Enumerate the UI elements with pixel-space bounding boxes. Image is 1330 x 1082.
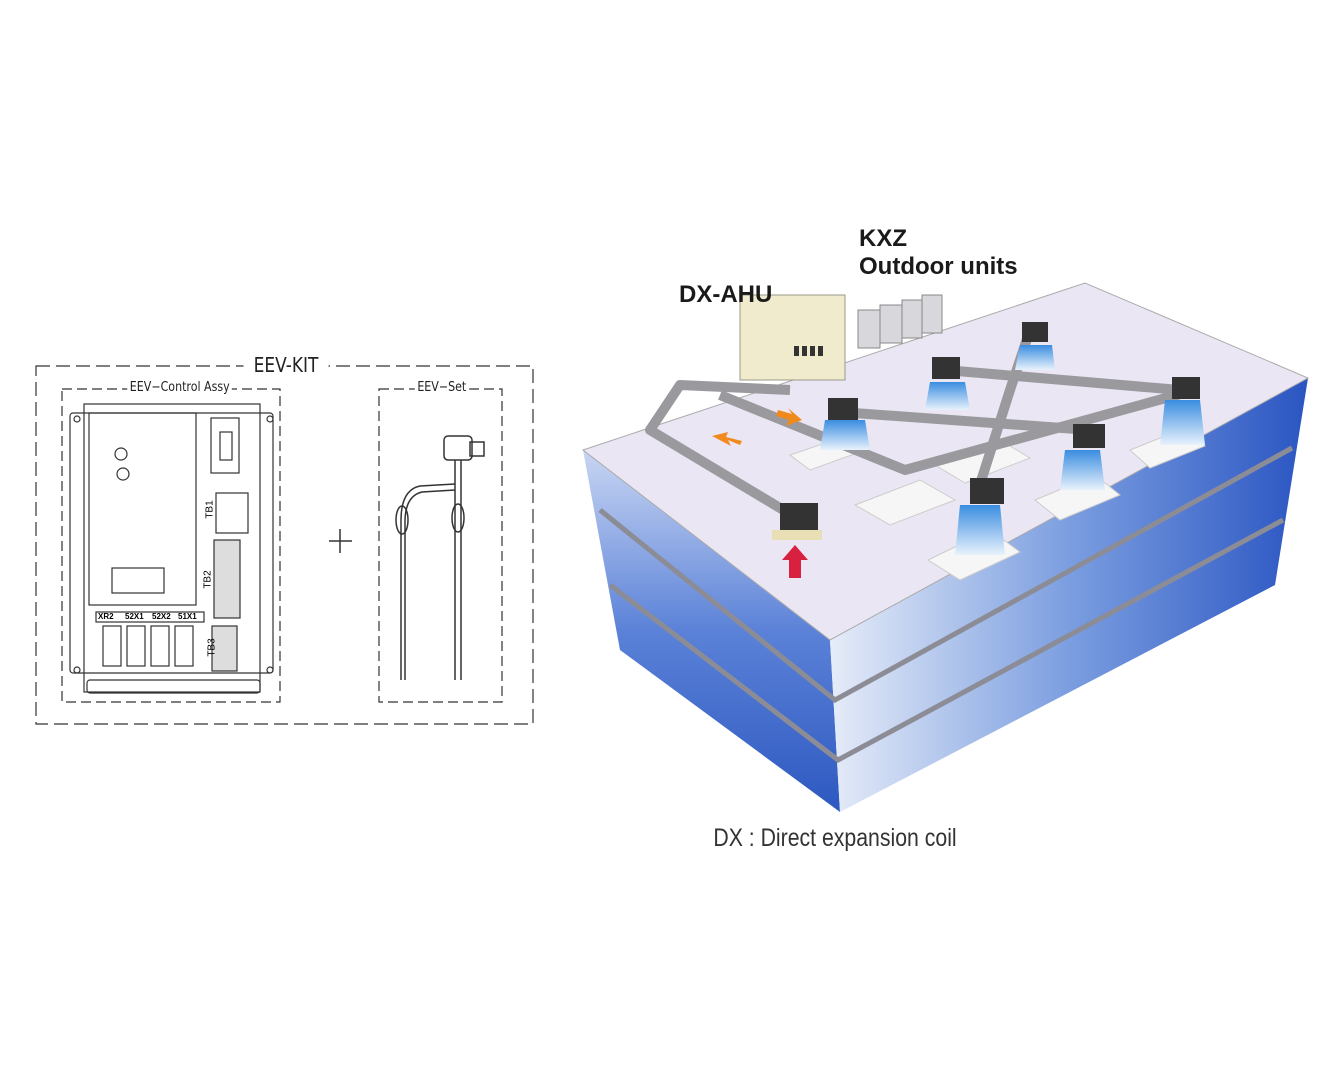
airflow-arrows (712, 408, 808, 578)
terminal-label-tb3: TB3 (206, 638, 218, 657)
control-assy-label: EEV−Control Assy (127, 380, 233, 395)
plus-sign (329, 529, 352, 553)
ahu-vents (794, 346, 823, 356)
relay-label-52x2: 52X2 (152, 612, 171, 621)
indoor-unit (820, 398, 870, 450)
relay-sockets (95, 611, 205, 667)
indoor-unit (955, 478, 1005, 555)
orange-arrow-icon (776, 408, 802, 426)
indoor-unit (925, 357, 970, 410)
relay-label-52x1: 52X1 (125, 612, 144, 621)
orange-arrow-icon (712, 432, 742, 446)
terminal-label-tb1: TB1 (204, 500, 216, 519)
kxz-label: KXZ (859, 225, 907, 252)
caption: DX : Direct expansion coil (713, 824, 957, 852)
eev-valve-set (395, 435, 485, 680)
return-unit (772, 503, 822, 540)
eev-set-label: EEV−Set (414, 380, 469, 395)
indoor-unit (1015, 322, 1055, 370)
control-board (69, 403, 274, 694)
eev-kit-diagram (35, 365, 534, 725)
indoor-units (772, 322, 1205, 555)
red-arrow-icon (782, 545, 808, 578)
outdoor-units (857, 294, 943, 349)
duct-network (645, 328, 1197, 525)
indoor-unit (1160, 377, 1205, 445)
indoor-unit (1060, 424, 1105, 490)
outdoor-units-label: Outdoor units (859, 253, 1018, 280)
eev-kit-title: EEV-KIT (243, 353, 329, 377)
dx-ahu-unit (739, 294, 846, 381)
building-illustration (581, 282, 1310, 812)
terminal-label-tb2: TB2 (202, 570, 214, 589)
eev-set-border (378, 388, 503, 703)
dx-ahu-label: DX-AHU (679, 281, 773, 308)
relay-label-51x1: 51X1 (178, 612, 197, 621)
eev-kit-dashed-border (35, 365, 534, 725)
relay-label-xr2: XR2 (98, 612, 114, 621)
building-right-facade (830, 378, 1308, 812)
control-assy-border (61, 388, 281, 703)
building-left-facade (583, 450, 840, 812)
